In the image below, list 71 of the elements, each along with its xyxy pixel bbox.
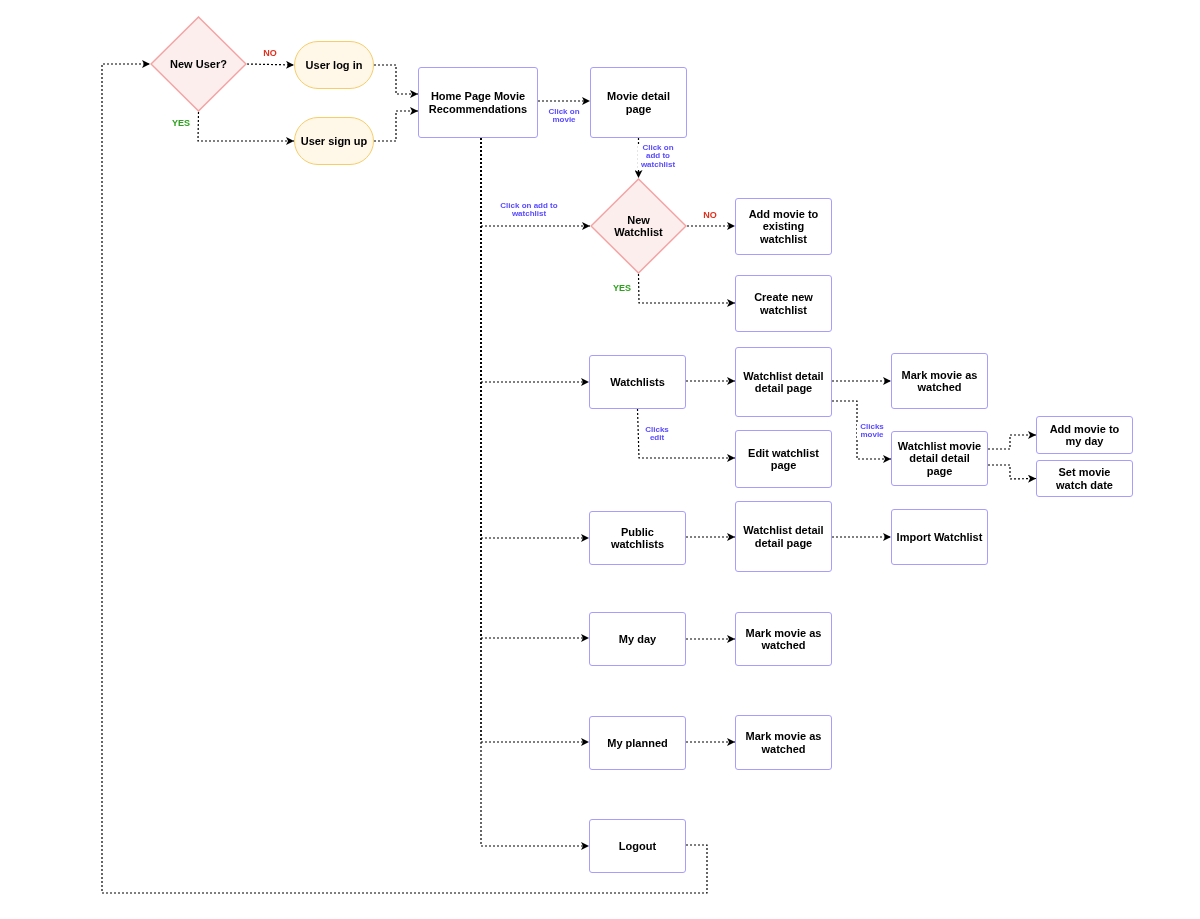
- node-text: Import Watchlist: [895, 530, 984, 544]
- node-text: Watchlist detail detail page: [742, 369, 825, 395]
- node-text: Mark movie as watched: [900, 368, 979, 394]
- node-text: Public watchlists: [609, 525, 666, 551]
- node-text: Logout: [617, 839, 658, 853]
- node-text: User log in: [304, 58, 364, 72]
- node-text: Movie detail page: [606, 90, 671, 115]
- terminal-pill: [294, 117, 374, 165]
- arrow: [637, 273, 736, 307]
- process-box: [891, 509, 988, 565]
- edge-label: YES: [613, 284, 631, 294]
- node-text: My planned: [606, 736, 669, 750]
- arrow: [987, 464, 1037, 483]
- edge-label: Clicks edit: [642, 425, 672, 443]
- arrow: [685, 738, 736, 746]
- decision-diamond: [590, 178, 687, 274]
- edge-label: YES: [172, 119, 190, 129]
- arrow: [686, 222, 736, 230]
- arrow: [685, 635, 736, 643]
- process-box: [589, 355, 686, 409]
- edge-label: Click on add to watchlist: [638, 144, 678, 170]
- arrow: [636, 408, 736, 462]
- arrow: [101, 60, 708, 894]
- arrow: [831, 400, 892, 463]
- node-text: Set movie watch date: [1055, 466, 1114, 491]
- process-box: [735, 501, 832, 572]
- node-text: Add movie to my day: [1048, 422, 1121, 448]
- process-box: [589, 716, 686, 770]
- node-text: Create new watchlist: [753, 291, 814, 316]
- process-box: [735, 430, 832, 488]
- node-text: My day: [617, 632, 658, 646]
- decision-diamond: [150, 16, 247, 112]
- edge-label: NO: [703, 211, 717, 221]
- node-text: New Watchlist: [613, 213, 664, 239]
- process-box: [891, 431, 988, 486]
- node-text: Mark movie as watched: [744, 626, 823, 652]
- node-text: Add movie to existing watchlist: [747, 208, 820, 245]
- process-box: [735, 275, 832, 332]
- arrow: [685, 377, 736, 385]
- arrow: [685, 533, 736, 541]
- edge-label: NO: [263, 49, 277, 59]
- node-text: Mark movie as watched: [744, 730, 823, 755]
- process-box: [589, 612, 686, 666]
- arrow: [246, 60, 295, 69]
- process-box: [735, 715, 832, 770]
- arrow: [373, 64, 419, 98]
- process-box: [590, 67, 687, 138]
- arrow: [987, 431, 1037, 450]
- process-box: [1036, 460, 1133, 497]
- arrow: [197, 111, 295, 145]
- node-text: New User?: [169, 57, 228, 71]
- node-text: Edit watchlist page: [747, 446, 820, 472]
- process-box: [589, 511, 686, 565]
- arrow: [831, 533, 892, 541]
- process-box: [1036, 416, 1133, 454]
- terminal-pill: [294, 41, 374, 89]
- edge-label: Clicks movie: [857, 422, 887, 440]
- process-box: [418, 67, 538, 138]
- arrow: [831, 377, 892, 385]
- arrow: [537, 97, 591, 105]
- node-text: Watchlist movie detail detail page: [896, 440, 983, 477]
- process-box: [735, 347, 832, 417]
- process-box: [891, 353, 988, 409]
- node-text: User sign up: [299, 134, 369, 148]
- node-text: Watchlist detail detail page: [742, 524, 825, 549]
- process-box: [735, 198, 832, 255]
- process-box: [589, 819, 686, 873]
- node-text: Watchlists: [609, 375, 666, 389]
- node-text: Home Page Movie Recommendations: [427, 90, 529, 115]
- process-box: [735, 612, 832, 666]
- arrow: [373, 107, 419, 142]
